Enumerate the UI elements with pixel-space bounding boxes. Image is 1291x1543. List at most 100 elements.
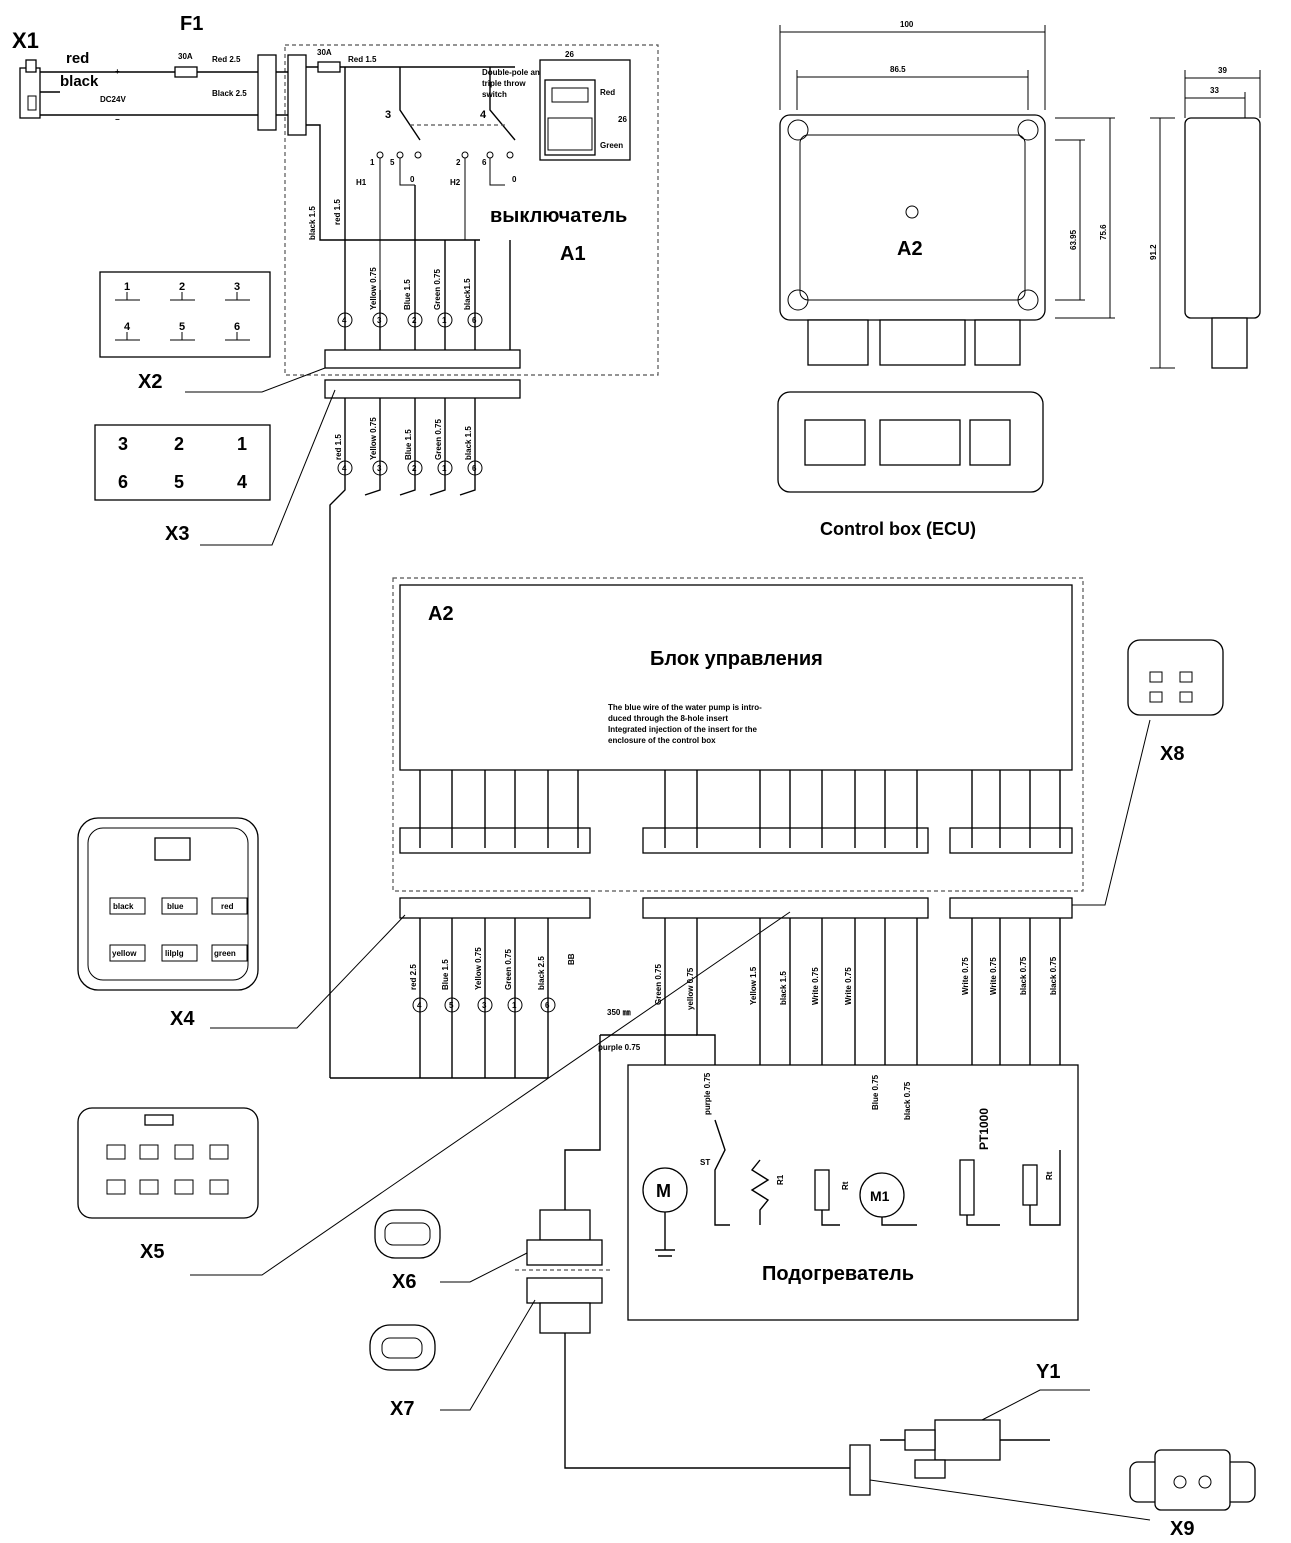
dim-75: 75.6 — [1099, 224, 1108, 240]
dim-86: 86.5 — [890, 65, 906, 74]
a1-input-connector — [287, 54, 307, 136]
x5-pointer — [190, 911, 791, 1276]
switch-pos-2: 2 — [456, 158, 461, 167]
power-connector — [257, 54, 277, 131]
minus-sign: − — [115, 115, 120, 124]
led-dim: 26 — [565, 50, 574, 59]
mid-wire-yellow: yellow 0.75 — [686, 967, 695, 1010]
x2-pin-4: 4 — [124, 321, 131, 333]
switch-pos-0: 0 — [410, 175, 415, 184]
x4-num-3: 3 — [482, 1001, 487, 1010]
heater-wire-black: black 0.75 — [903, 1081, 912, 1120]
x2-pin-2: 2 — [179, 281, 185, 293]
label-x6: X6 — [392, 1271, 416, 1293]
st-label: ST — [700, 1158, 710, 1167]
x4-slot-blue: blue — [167, 902, 184, 911]
x3-pointer — [200, 389, 336, 546]
dim-91: 91.2 — [1149, 244, 1158, 260]
x1-black-label: black — [60, 73, 99, 90]
x3-wire-black: black 1.5 — [464, 426, 473, 460]
x4-num-6: 6 — [545, 1001, 550, 1010]
x6-pinout — [374, 1209, 441, 1259]
a1-wire-black: black1.5 — [463, 278, 472, 310]
x4-wire-blue: Blue 1.5 — [441, 959, 450, 990]
mid-wire-green: Green 0.75 — [654, 964, 663, 1005]
x4-wire-yellow: Yellow 0.75 — [474, 947, 483, 990]
a1-wire-blue: Blue 1.5 — [403, 279, 412, 310]
switch-h1: H1 — [356, 178, 367, 187]
heater-components — [642, 1119, 1061, 1257]
right-wire-black-b: black 0.75 — [1049, 956, 1058, 995]
a1-pin-1: 1 — [442, 316, 447, 325]
x2-pin-5: 5 — [179, 321, 185, 333]
a2-upper-wires — [419, 770, 1061, 848]
dim-100: 100 — [900, 20, 914, 29]
x3-num-1: 1 — [442, 464, 447, 473]
switch-pos-0b: 0 — [512, 175, 517, 184]
x3-pin-5: 5 — [174, 472, 184, 492]
fuse-f1 — [174, 66, 198, 78]
x2-bar — [324, 349, 521, 369]
rt2-label: Rt — [1045, 1171, 1054, 1180]
x3-bar — [324, 379, 521, 399]
a1-pin-markers — [337, 312, 483, 328]
led-indicator — [539, 59, 631, 161]
x1-red-label: red — [66, 50, 89, 67]
x2-pin-1: 1 — [124, 281, 130, 293]
x3-num-3: 3 — [377, 464, 382, 473]
x3-num-4: 4 — [342, 464, 347, 473]
ecu-dimension-lines — [779, 25, 1115, 319]
x2-pinout — [99, 271, 271, 358]
led-green: Green — [600, 141, 623, 150]
x4-wire-red: red 2.5 — [409, 964, 418, 990]
label-x3: X3 — [165, 523, 189, 545]
mid-wire-write-a: Write 0.75 — [811, 967, 820, 1005]
x6-x7-connector — [515, 1209, 855, 1469]
x3-pin-markers — [337, 460, 483, 476]
switch-pos-5: 5 — [390, 158, 395, 167]
mid-wire-yellow15: Yellow 1.5 — [749, 966, 758, 1005]
a2-note-4: enclosure of the control box — [608, 736, 716, 745]
x3-wires — [329, 398, 476, 1078]
x3-pin-4: 4 — [237, 472, 247, 492]
x4-wire-extra: BB — [567, 953, 576, 965]
label-x8: X8 — [1160, 743, 1184, 765]
dim-33: 33 — [1210, 86, 1219, 95]
x3-num-6: 6 — [472, 464, 477, 473]
r1-label: R1 — [776, 1174, 785, 1185]
x3-wire-yellow: Yellow 0.75 — [369, 417, 378, 460]
switch-pin-4: 4 — [480, 109, 487, 121]
x7-pointer — [440, 1299, 536, 1411]
x8-pinout — [1127, 639, 1224, 716]
motor-m: M — [656, 1181, 671, 1201]
switch-pos-6: 6 — [482, 158, 487, 167]
x4-num-4: 4 — [417, 1001, 422, 1010]
switch-h2: H2 — [450, 178, 461, 187]
switch-pin-3: 3 — [385, 109, 391, 121]
a1-input-wires — [276, 71, 288, 116]
control-box-label: Control box (ECU) — [820, 519, 976, 539]
x4-slot-red: red — [221, 902, 234, 911]
right-wire-write-b: Write 0.75 — [989, 957, 998, 995]
right-wire-black-a: black 0.75 — [1019, 956, 1028, 995]
heater-label: Подогреватель — [762, 1263, 914, 1285]
ecu-side-view — [1150, 70, 1261, 369]
switch-ru-label: выключатель — [490, 205, 627, 227]
x1-connector — [19, 59, 41, 119]
a1-pin-4: 4 — [342, 316, 347, 325]
purple-wire — [564, 1034, 697, 1210]
dim-39: 39 — [1218, 66, 1227, 75]
x4-num-1: 1 — [512, 1001, 517, 1010]
label-x7: X7 — [390, 1398, 414, 1420]
x2-pin-3: 3 — [234, 281, 240, 293]
a1-pin-6: 6 — [472, 316, 477, 325]
ecu-front-view — [779, 114, 1046, 366]
label-x1: X1 — [12, 28, 39, 53]
fuse2-rating: 30A — [317, 48, 332, 57]
a2-terminal-bars — [399, 827, 1073, 919]
x4-wire-green: Green 0.75 — [504, 949, 513, 990]
led-red: Red — [600, 88, 615, 97]
a1-boundary — [284, 44, 659, 376]
length-350: 350 ㎜ — [607, 1008, 631, 1017]
